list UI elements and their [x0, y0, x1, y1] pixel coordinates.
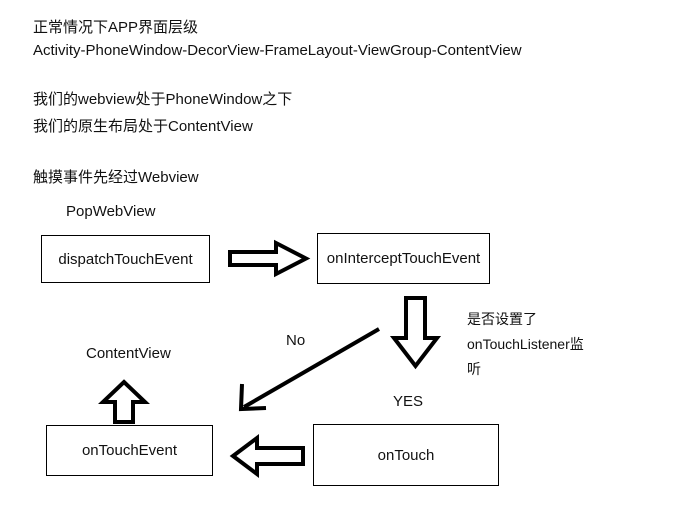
arrow-diagonal-no-branch	[238, 327, 381, 412]
box-on-touch-event[interactable]: onTouchEvent	[46, 425, 213, 476]
box-dispatch-touch-event-label: dispatchTouchEvent	[58, 250, 193, 268]
box-on-intercept-touch-event-label: onInterceptTouchEvent	[326, 250, 481, 267]
label-branch-yes: YES	[393, 393, 424, 410]
condition-note-line-1: 是否设置了	[467, 311, 537, 327]
label-pop-webview: PopWebView	[66, 203, 156, 220]
note-line-4: 我们的原生布局处于ContentView	[33, 118, 253, 135]
box-on-intercept-touch-event[interactable]: onInterceptTouchEvent	[317, 233, 490, 284]
condition-note-line-2: onTouchListener监	[467, 336, 584, 352]
arrow-left-ontouch-to-ontouchevent	[229, 434, 305, 478]
note-line-3: 我们的webview处于PhoneWindow之下	[33, 91, 293, 108]
label-branch-no: No	[286, 332, 306, 349]
box-on-touch-label: onTouch	[377, 446, 435, 464]
label-content-view: ContentView	[86, 345, 171, 362]
condition-note-line-3: 听	[467, 361, 481, 377]
arrow-down-intercept-to-ontouch	[389, 296, 442, 370]
note-line-2: Activity-PhoneWindow-DecorView-FrameLayo…	[33, 42, 522, 59]
arrow-right-dispatch-to-intercept	[228, 239, 311, 278]
arrow-up-to-contentview	[98, 379, 150, 424]
box-on-touch-event-label: onTouchEvent	[81, 442, 178, 459]
box-on-touch[interactable]: onTouch	[313, 424, 499, 486]
box-dispatch-touch-event[interactable]: dispatchTouchEvent	[41, 235, 210, 283]
note-line-1: 正常情况下APP界面层级	[33, 19, 199, 36]
note-line-5: 触摸事件先经过Webview	[33, 169, 199, 186]
